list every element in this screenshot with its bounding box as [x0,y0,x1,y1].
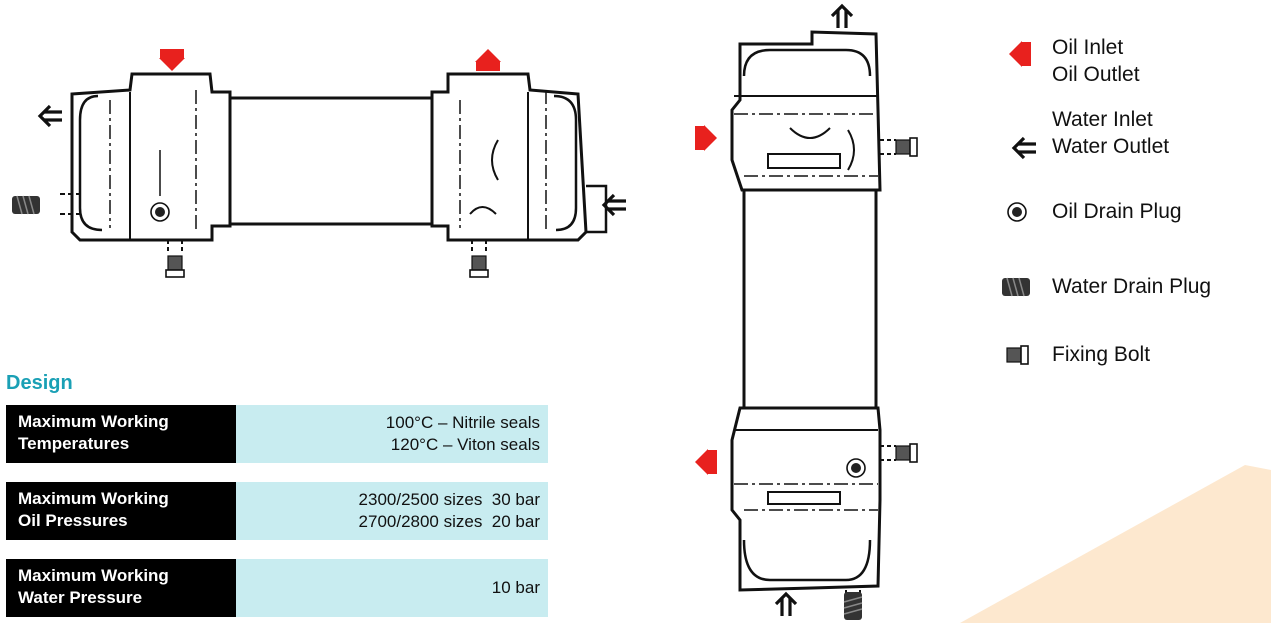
legend-water-inlet: Water Inlet [1052,108,1153,131]
legend-icons [1001,41,1038,365]
water-inlet-arrow-icon [774,592,798,618]
legend-water-labels: Water Inlet Water Outlet [1052,106,1169,160]
water-drain-plug-icon [11,195,41,215]
fixing-bolt-icon [469,255,489,278]
oil-outlet-arrow-icon [695,449,717,475]
oil-drain-plug-icon [846,458,866,478]
legend-water-outlet: Water Outlet [1052,135,1170,158]
spec-label: Maximum Working Temperatures [6,405,236,463]
legend-water-arrow-icon [1012,136,1038,160]
water-inlet-arrow-icon [602,193,628,217]
spec-row-water-pressure: Maximum Working Water Pressure 10 bar [6,559,548,617]
fixing-bolt-icon [895,137,918,157]
spec-row-oil-pressures: Maximum Working Oil Pressures 2300/2500 … [6,482,548,540]
fixing-bolt-icon [165,255,185,278]
spec-value: 2300/2500 sizes 30 bar 2700/2800 sizes 2… [236,482,548,540]
oil-drain-plug-icon [150,202,170,222]
water-outlet-arrow-icon [830,4,854,30]
legend-oil-drain-plug-icon [1007,202,1027,222]
legend-water-drain-plug: Water Drain Plug [1052,275,1212,298]
legend-water-drain-plug-icon [1001,277,1031,297]
water-outlet-arrow-icon [38,104,64,128]
oil-inlet-arrow-icon [159,49,185,71]
spec-value: 10 bar [236,559,548,617]
water-drain-plug-icon [843,591,863,621]
oil-inlet-arrow-icon [695,125,717,151]
design-heading: Design [6,372,73,394]
legend-fixing-bolt: Fixing Bolt [1052,343,1151,366]
legend-oil-outlet: Oil Outlet [1052,63,1140,86]
vertical-heat-exchanger [730,30,896,610]
spec-row-temperatures: Maximum Working Temperatures 100°C – Nit… [6,405,548,463]
legend-oil-labels: Oil Inlet Oil Outlet [1052,34,1140,88]
legend-oil-inlet: Oil Inlet [1052,36,1124,59]
oil-outlet-arrow-icon [475,49,501,71]
legend-oil-drain-plug: Oil Drain Plug [1052,200,1182,223]
spec-label: Maximum Working Oil Pressures [6,482,236,540]
legend-oil-arrow-icon [1009,41,1031,67]
horizontal-heat-exchanger [60,72,608,254]
spec-label: Maximum Working Water Pressure [6,559,236,617]
legend-fixing-bolt-icon [1006,345,1029,365]
spec-value: 100°C – Nitrile seals 120°C – Viton seal… [236,405,548,463]
fixing-bolt-icon [895,443,918,463]
